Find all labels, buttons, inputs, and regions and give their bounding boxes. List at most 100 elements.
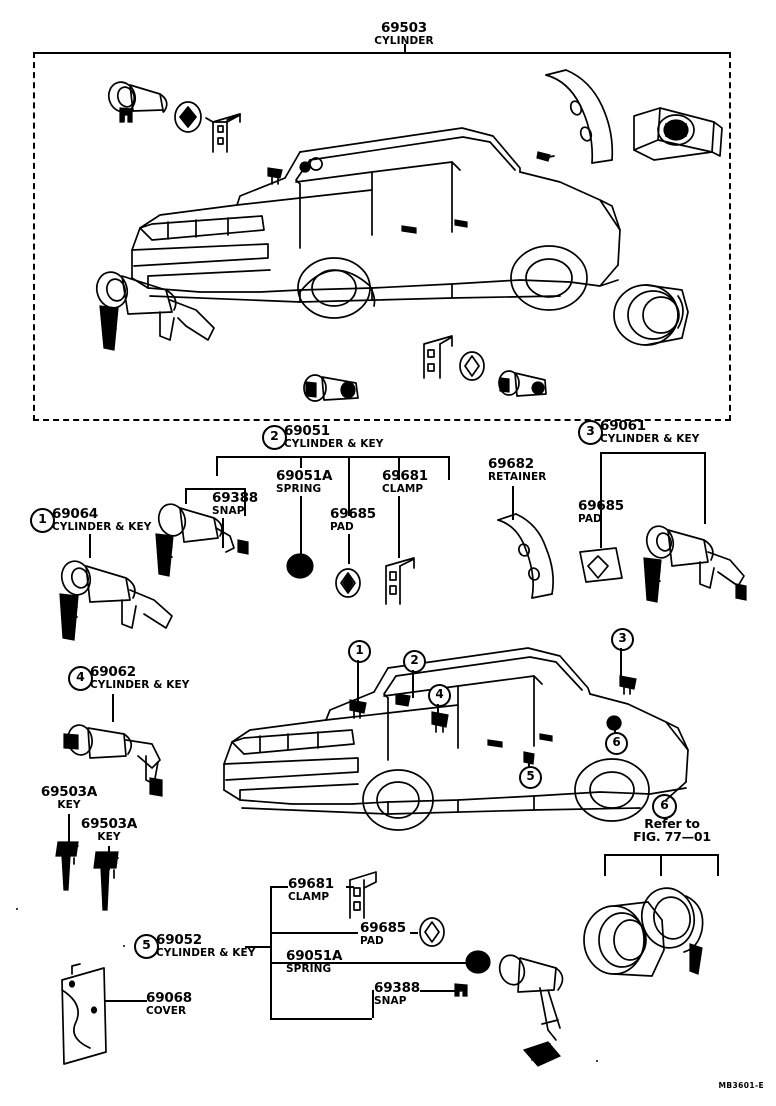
- part-bottom-snap-shape: [454, 983, 468, 997]
- part-cylinder-top-right: [633, 107, 723, 161]
- diagram-title-desc: CYLINDER: [374, 34, 434, 47]
- label-69051-number: 69051: [284, 423, 330, 439]
- refer-bracket-v1: [604, 854, 606, 876]
- leader-69685-v: [348, 534, 350, 564]
- leader-69068-h: [105, 1000, 147, 1002]
- part-bottom-clamp-shape: [349, 871, 377, 919]
- part-69685-pad-right-shape: [579, 547, 623, 583]
- leader-69388-h: [185, 488, 245, 490]
- label-69061: 69061 CYLINDER & KEY: [600, 418, 700, 445]
- label-69064-desc: CYLINDER & KEY: [52, 520, 152, 533]
- car-illustration-bottom: [223, 647, 689, 831]
- refer-line1: Refer to: [644, 816, 700, 831]
- part-69685-pad-upper-shape: [335, 568, 361, 598]
- label-69503a-2-desc: KEY: [97, 830, 121, 843]
- label-69681-lower-number: 69681: [288, 876, 334, 892]
- label-69682-number: 69682: [488, 456, 534, 472]
- car-leader-1: [357, 660, 359, 702]
- label-69052: 69052 CYLINDER & KEY: [156, 933, 256, 959]
- part-69681-clamp-shape: [385, 557, 415, 605]
- label-69061-desc: CYLINDER & KEY: [600, 432, 700, 445]
- label-69052-desc: CYLINDER & KEY: [156, 946, 256, 959]
- car-leader-5: [528, 758, 530, 768]
- leader-69051-bus: [216, 456, 448, 458]
- label-69061-number: 69061: [600, 418, 646, 434]
- label-69051a-spring-lower: 69051A SPRING: [286, 948, 343, 974]
- leader-bottom-pad: [270, 932, 358, 934]
- leader-69051-v3: [398, 456, 400, 480]
- leader-69051-v4: [448, 456, 450, 480]
- leader-69061-v2: [704, 452, 706, 524]
- label-69681-clamp-lower: 69681 CLAMP: [288, 876, 334, 903]
- label-69685-pad-upper: 69685 PAD: [330, 507, 376, 533]
- car-illustration-top: [131, 127, 621, 319]
- label-69388-number: 69388: [212, 490, 258, 506]
- part-69062-cylinder: [63, 724, 163, 797]
- part-fuel-cap-top-frame: [613, 284, 689, 346]
- part-69682-retainer-shape: [497, 513, 554, 599]
- top-assembly-frame-top-edge: [33, 52, 727, 54]
- leader-69051-v0: [216, 456, 218, 476]
- label-69388-snap-lower: 69388 SNAP: [374, 980, 420, 1006]
- leader-69503a-1-v: [68, 814, 70, 844]
- leader-bottom-snap: [270, 1018, 372, 1020]
- refer-line2: FIG. 77—01: [633, 828, 711, 844]
- part-69503a-key-2-shape: [93, 851, 119, 911]
- part-bottom-spring-shape: [465, 950, 491, 974]
- label-69388-lower-number: 69388: [374, 980, 420, 996]
- refer-bracket-v3: [717, 854, 719, 876]
- leader-69388-v2: [244, 488, 246, 516]
- leader-69681-v: [398, 496, 400, 558]
- label-69685-lower-number: 69685: [360, 920, 406, 936]
- label-69064: 69064 CYLINDER & KEY: [52, 507, 152, 533]
- part-cylinder-left-lower: [95, 271, 215, 351]
- part-bottom-pad-shape: [419, 917, 445, 947]
- car-callout-4: 4: [428, 684, 451, 707]
- label-69685-pad-lower: 69685 PAD: [360, 920, 406, 947]
- part-cylinder-top-left: [107, 81, 168, 123]
- car-leader-6: [614, 722, 616, 734]
- label-69068-desc: COVER: [146, 1004, 187, 1017]
- label-69051-desc: CYLINDER & KEY: [284, 437, 384, 450]
- leader-69061-v1: [600, 452, 602, 476]
- part-69503a-key-1-shape: [55, 841, 79, 891]
- car-leader-4: [437, 704, 439, 718]
- part-69061-cylinder: [643, 525, 747, 603]
- callout-2: 2: [262, 425, 287, 450]
- label-69685-desc: PAD: [330, 520, 354, 533]
- leader-69682-v: [512, 486, 514, 520]
- leader-69051-v2: [348, 456, 350, 516]
- leader-69061-bus: [600, 452, 705, 454]
- sheet-code: MB3601-E: [718, 1081, 764, 1090]
- refer-bracket-v2: [660, 854, 662, 876]
- label-69388-snap-upper: 69388 SNAP: [212, 490, 258, 516]
- part-retainer-top-right: [545, 69, 614, 164]
- car-callout-2: 2: [403, 650, 426, 673]
- label-69681-desc: CLAMP: [382, 482, 424, 495]
- leader-bottom-pad2: [410, 932, 418, 934]
- car-leader-2: [412, 670, 414, 698]
- label-69503a-1-number: 69503A: [40, 784, 98, 800]
- refer-to-note: Refer to FIG. 77—01: [616, 816, 728, 844]
- part-clamp-bottom-center: [423, 335, 547, 397]
- leader-69064: [89, 534, 91, 558]
- callout-6-refer: 6: [652, 794, 677, 819]
- callout-3: 3: [578, 420, 603, 445]
- part-pad-top: [174, 101, 202, 133]
- label-69051a-spring-upper: 69051A SPRING: [276, 469, 332, 494]
- part-69064-cylinder-b: [155, 503, 249, 577]
- leader-bottom-spring: [270, 962, 470, 964]
- part-cylinder-bottom-left-small: [303, 374, 359, 402]
- leader-69051a-v: [300, 496, 302, 554]
- label-69503a-key-2: 69503A KEY: [78, 817, 140, 843]
- label-69681-lower-desc: CLAMP: [288, 890, 330, 903]
- label-69682-desc: RETAINER: [488, 470, 547, 483]
- label-69051a-lower-number: 69051A: [286, 948, 343, 964]
- label-69503a-1-desc: KEY: [57, 798, 81, 811]
- label-69685-lower-desc: PAD: [360, 934, 384, 947]
- part-fuel-cap-bottom-right: [583, 887, 704, 977]
- leader-bottom-snap-v: [372, 990, 374, 1018]
- part-69052-cylinder-shape: [498, 954, 564, 1067]
